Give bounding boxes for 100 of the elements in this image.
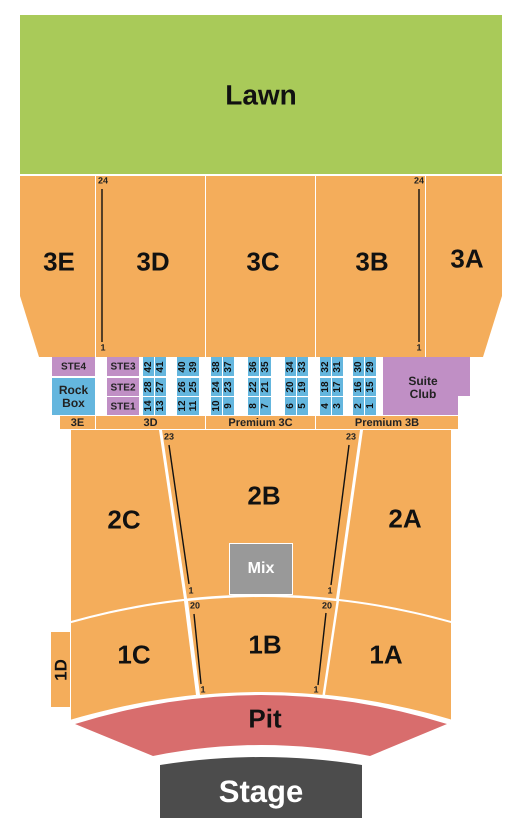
seating-section: [162, 430, 360, 599]
box-seat: [223, 397, 234, 415]
box-seat: [353, 378, 364, 396]
box-number: 25: [188, 381, 198, 393]
box-number: 26: [178, 381, 188, 393]
box-number: 30: [354, 360, 364, 372]
box-number: 21: [260, 381, 270, 393]
box-section: [52, 378, 95, 415]
section-label: 2C: [107, 506, 141, 534]
box-number: 40: [178, 360, 188, 372]
box-seat: [285, 357, 296, 376]
row-number: 23: [346, 432, 356, 442]
box-number: 36: [248, 360, 258, 372]
section-band: [60, 416, 95, 429]
seating-section: [96, 176, 205, 357]
box-number: 23: [224, 381, 234, 393]
suite-section: [383, 357, 470, 415]
box-seat: [260, 378, 271, 396]
box-seat: [143, 357, 154, 376]
suite-box: [52, 357, 95, 376]
box-number: 22: [248, 381, 258, 393]
section-band: [316, 416, 458, 429]
box-number: 38: [212, 360, 222, 372]
seating-section: [316, 176, 425, 357]
box-seat: [211, 357, 222, 376]
row-number: 1: [416, 344, 422, 352]
section-label: Lawn: [225, 80, 297, 112]
section-label: Premium 3B: [354, 416, 420, 429]
box-seat: [297, 378, 308, 396]
box-number: 7: [260, 403, 270, 409]
box-number: 3: [332, 403, 342, 409]
box-number: 2: [354, 403, 364, 409]
box-seat: [297, 397, 308, 415]
stage: [160, 757, 362, 818]
suite-label: STE2: [110, 382, 136, 393]
box-seat: [248, 378, 259, 396]
box-number: 8: [248, 403, 258, 409]
box-seat: [248, 397, 259, 415]
box-number: 12: [178, 400, 188, 412]
section-label: 3E: [70, 416, 84, 429]
lawn-section: [20, 15, 502, 174]
box-number: 15: [366, 381, 376, 393]
seating-section: [206, 176, 315, 357]
section-label: Pit: [248, 704, 282, 734]
box-number: 29: [366, 360, 376, 372]
box-number: 14: [144, 400, 154, 412]
box-number: 28: [144, 381, 154, 393]
box-seat: [332, 357, 343, 376]
section-label: 1B: [248, 630, 282, 660]
box-number: 18: [320, 381, 330, 393]
box-seat: [188, 357, 199, 376]
box-number: 5: [298, 403, 308, 409]
seating-section: [339, 430, 451, 621]
box-seat: [332, 378, 343, 396]
box-seat: [248, 357, 259, 376]
box-seat: [353, 357, 364, 376]
box-seat: [320, 378, 331, 396]
box-seat: [332, 397, 343, 415]
row-number: 1: [314, 686, 318, 694]
box-number: 35: [260, 360, 270, 372]
suite-label: STE4: [61, 362, 86, 372]
mix-booth: [229, 543, 293, 595]
section-label: 1A: [369, 640, 403, 670]
section-label: 3E: [43, 248, 75, 276]
seating-section: [426, 176, 502, 357]
box-number: 39: [188, 360, 198, 372]
row-number: 23: [164, 432, 174, 442]
section-label: 3A: [450, 244, 484, 274]
suite-label: STE1: [110, 401, 136, 412]
box-seat: [285, 378, 296, 396]
box-number: 42: [144, 360, 154, 372]
row-number: 1: [100, 344, 106, 352]
section-label: 3D: [143, 416, 158, 429]
box-seat: [365, 378, 376, 396]
section-label: 3D: [136, 248, 170, 276]
box-number: 34: [286, 360, 296, 372]
seating-section: [188, 597, 336, 695]
box-number: 27: [156, 381, 166, 393]
box-seat: [223, 378, 234, 396]
section-label: 3C: [246, 248, 280, 276]
box-number: 17: [332, 381, 342, 393]
section-band: [206, 416, 315, 429]
suite-box: [107, 357, 139, 376]
box-seat: [320, 357, 331, 376]
box-number: 10: [212, 400, 222, 412]
row-number: 1: [200, 686, 206, 694]
box-seat: [155, 357, 166, 376]
box-seat: [211, 397, 222, 415]
box-seat: [260, 397, 271, 415]
box-seat: [260, 357, 271, 376]
box-number: 9: [224, 403, 234, 409]
box-seat: [353, 397, 364, 415]
box-number: 20: [286, 381, 296, 393]
box-number: 13: [156, 400, 166, 412]
box-seat: [143, 397, 154, 415]
box-number: 19: [298, 381, 308, 393]
section-label: Suite Club: [408, 374, 438, 402]
pit-section: [75, 695, 447, 756]
box-seat: [365, 357, 376, 376]
section-label: 2B: [247, 482, 281, 510]
